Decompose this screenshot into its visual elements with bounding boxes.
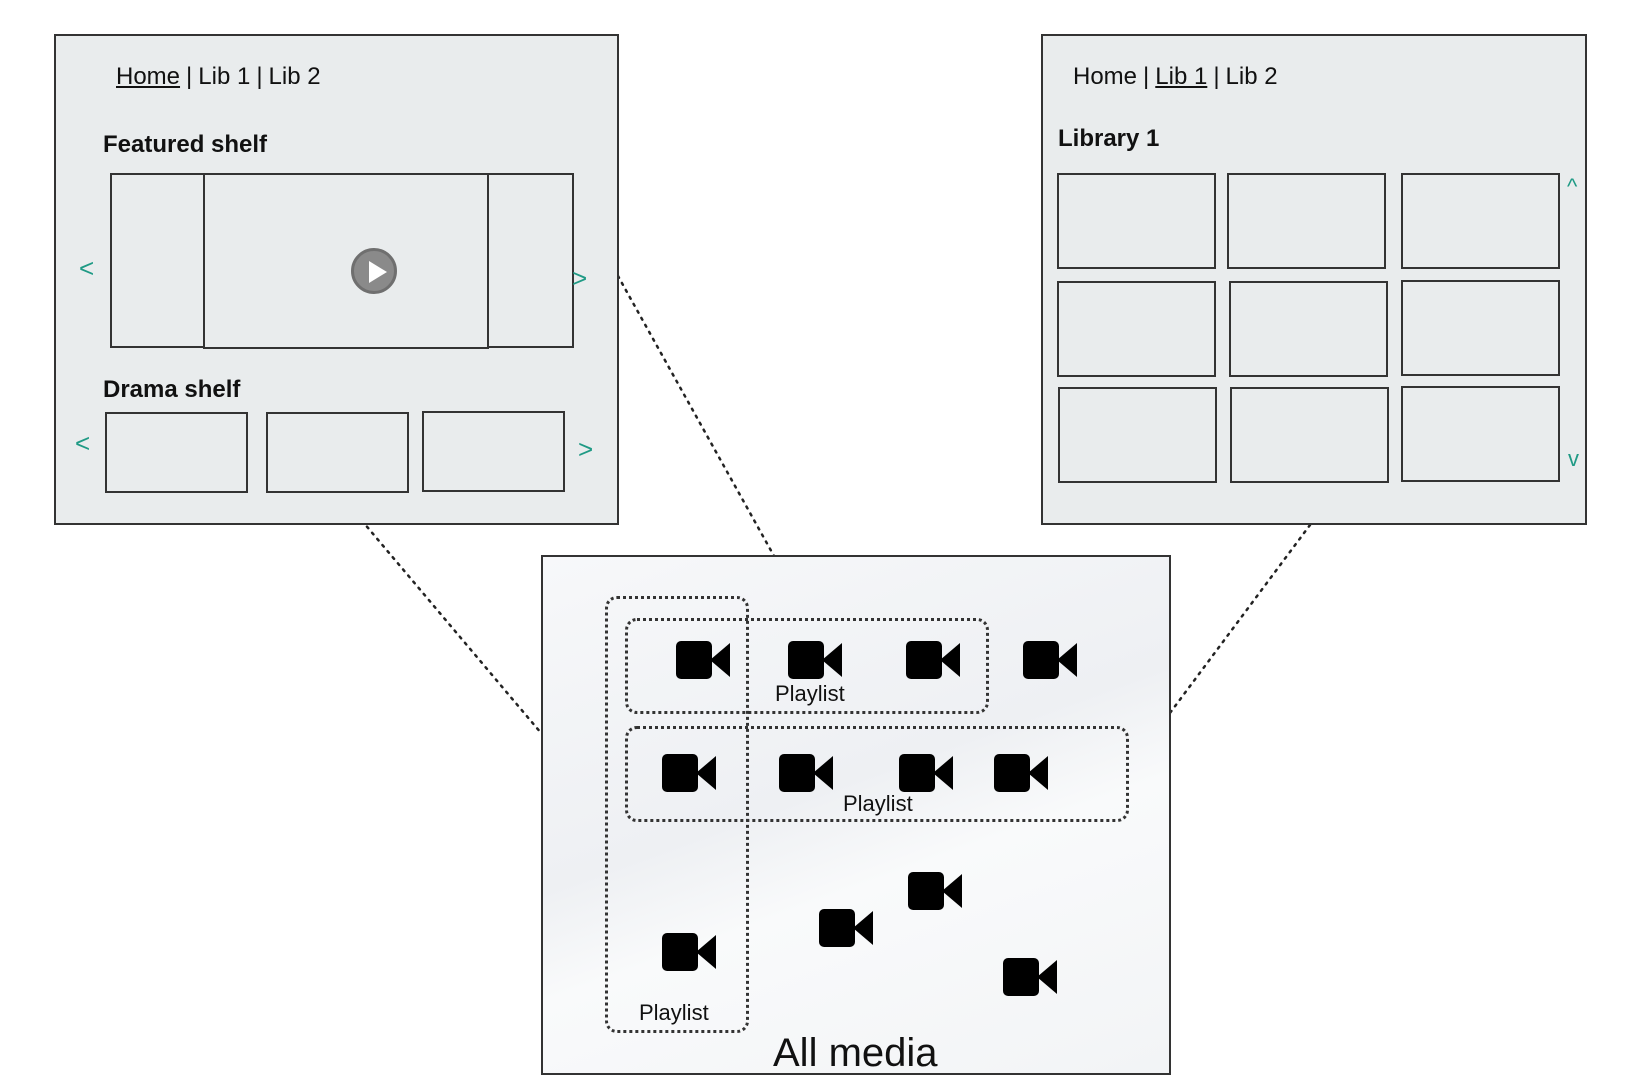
home-panel: Home|Lib 1|Lib 2 Featured shelf < > Dram… xyxy=(54,34,619,525)
library-nav: Home|Lib 1|Lib 2 xyxy=(1073,63,1278,91)
drama-prev-arrow[interactable]: < xyxy=(75,428,91,458)
video-camera-icon[interactable] xyxy=(1023,641,1077,679)
nav-separator: | xyxy=(1213,63,1220,90)
video-camera-icon[interactable] xyxy=(908,872,962,910)
video-camera-icon[interactable] xyxy=(899,754,953,792)
video-camera-icon[interactable] xyxy=(906,641,960,679)
library-item[interactable] xyxy=(1401,173,1560,269)
all-media-area: Playlist Playlist Playlist All media xyxy=(541,555,1171,1075)
playlist-vertical[interactable] xyxy=(605,596,749,1033)
library-item[interactable] xyxy=(1401,386,1560,482)
playlist-middle[interactable] xyxy=(625,726,1129,822)
playlist-vertical-label: Playlist xyxy=(639,1000,709,1025)
playlist-top-label: Playlist xyxy=(775,681,845,706)
video-camera-icon[interactable] xyxy=(1003,958,1057,996)
library-item[interactable] xyxy=(1227,173,1386,269)
scroll-up-arrow[interactable]: ^ xyxy=(1567,174,1578,199)
nav-separator: | xyxy=(256,63,263,90)
library-item[interactable] xyxy=(1401,280,1560,376)
drama-shelf-title: Drama shelf xyxy=(103,376,241,403)
video-camera-icon[interactable] xyxy=(662,754,716,792)
nav-lib1-link[interactable]: Lib 1 xyxy=(198,63,251,90)
nav-home-link[interactable]: Home xyxy=(1073,63,1138,90)
featured-item-right[interactable] xyxy=(484,173,574,348)
video-camera-icon[interactable] xyxy=(994,754,1048,792)
video-camera-icon[interactable] xyxy=(662,933,716,971)
library-title: Library 1 xyxy=(1058,125,1160,152)
nav-lib2-link[interactable]: Lib 2 xyxy=(1225,63,1278,90)
playlist-top[interactable] xyxy=(625,618,989,714)
library-item[interactable] xyxy=(1057,173,1216,269)
nav-lib1-link[interactable]: Lib 1 xyxy=(1155,63,1208,90)
video-camera-icon[interactable] xyxy=(676,641,730,679)
video-camera-icon[interactable] xyxy=(788,641,842,679)
library-item[interactable] xyxy=(1057,281,1216,377)
drama-next-arrow[interactable]: > xyxy=(578,434,594,464)
video-camera-icon[interactable] xyxy=(779,754,833,792)
drama-item[interactable] xyxy=(266,412,409,493)
all-media-title: All media xyxy=(773,1031,938,1075)
drama-item[interactable] xyxy=(422,411,565,492)
nav-lib2-link[interactable]: Lib 2 xyxy=(268,63,321,90)
featured-shelf-title: Featured shelf xyxy=(103,131,268,158)
featured-next-arrow[interactable]: > xyxy=(572,263,588,293)
library-item[interactable] xyxy=(1230,387,1389,483)
featured-item-main[interactable] xyxy=(203,173,489,349)
nav-home-link[interactable]: Home xyxy=(116,63,181,90)
play-icon[interactable] xyxy=(351,248,397,294)
featured-prev-arrow[interactable]: < xyxy=(79,253,95,283)
home-nav: Home|Lib 1|Lib 2 xyxy=(116,63,321,91)
drama-item[interactable] xyxy=(105,412,248,493)
scroll-down-arrow[interactable]: v xyxy=(1568,446,1579,471)
video-camera-icon[interactable] xyxy=(819,909,873,947)
featured-item-left[interactable] xyxy=(110,173,208,348)
library-panel: Home|Lib 1|Lib 2 Library 1 ^ v xyxy=(1041,34,1587,525)
library-item[interactable] xyxy=(1058,387,1217,483)
library-item[interactable] xyxy=(1229,281,1388,377)
nav-separator: | xyxy=(186,63,193,90)
playlist-middle-label: Playlist xyxy=(843,791,913,816)
nav-separator: | xyxy=(1143,63,1150,90)
